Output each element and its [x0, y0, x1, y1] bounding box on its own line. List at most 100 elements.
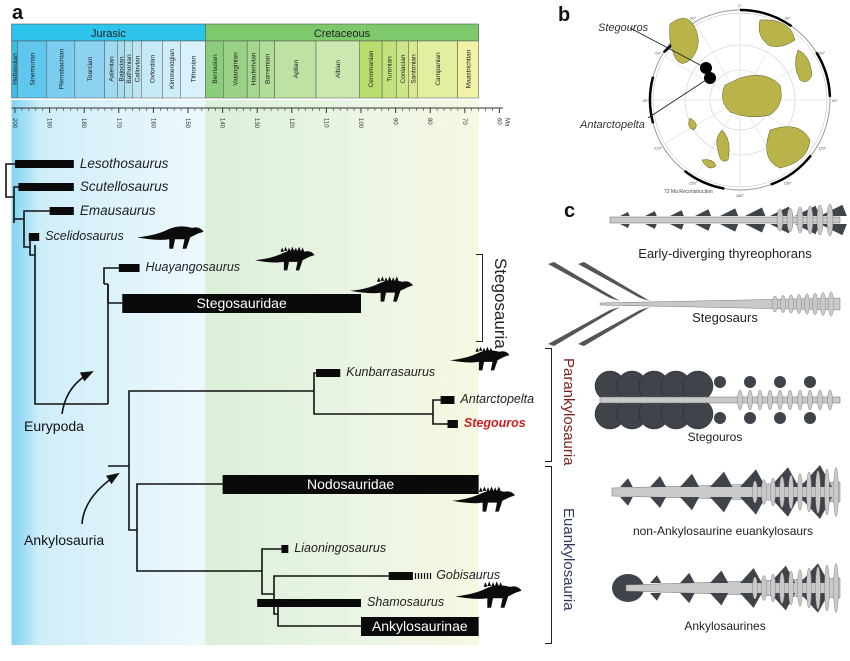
axis-tick-label: 150 [184, 118, 190, 129]
thagomizer-spike [548, 262, 620, 301]
node-label-eurypoda: Eurypoda [24, 418, 84, 434]
tail-caption-stegouros: Stegouros [687, 430, 743, 444]
osteoderm [720, 208, 739, 216]
tree-branch [34, 245, 108, 405]
ankylosauria-arrow-head [106, 472, 120, 485]
tree-branch [432, 399, 448, 425]
axis-tick-label: 120 [288, 118, 294, 129]
triangular-osteoderm [650, 476, 666, 487]
longitude-label: 30° [784, 16, 790, 21]
stage-label: Sinemurian [30, 52, 37, 85]
taxon-label-shamosaurus: Shamosaurus [367, 595, 445, 610]
nodosaur-silhouette-spike [486, 487, 490, 492]
early-tail-vertebrae [609, 216, 841, 224]
map-border-arc [815, 51, 832, 97]
stage-campanian [417, 40, 458, 99]
stage-label: Campanian [435, 52, 442, 86]
axis-tick-label: 60 [495, 118, 501, 125]
transverse-process [806, 471, 812, 513]
land-australia [766, 126, 811, 169]
thagomizer-spike [578, 262, 650, 301]
stage-toarcian [74, 40, 105, 99]
stage-label: Pliensbachian [58, 48, 65, 89]
range-uncertainty-tick [429, 573, 432, 579]
tail-caption-early-thyreophorans: Early-diverging thyreophorans [638, 246, 812, 261]
taxon-label-kunbarrasaurus: Kunbarrasaurus [346, 365, 436, 380]
stage-label: Oxfordian [150, 55, 157, 84]
stegosaur-tail-vertebrae [599, 297, 841, 311]
axis-tick-label: 100 [357, 118, 363, 129]
osteoderm [804, 412, 816, 424]
taxon-label-huayangosaurus: Huayangosaurus [145, 260, 241, 275]
range-bar-scutellosaurus [18, 183, 74, 191]
triangular-osteoderm [710, 570, 729, 583]
stage-label: Coniacian [400, 54, 407, 83]
kunbarrasaurus-silhouette [450, 346, 510, 371]
thagomizer-spike [548, 307, 620, 346]
clade-bar-label-stegosauridae: Stegosauridae [196, 295, 287, 311]
thagomizer-spike [578, 307, 650, 346]
triangular-osteoderm [680, 473, 700, 487]
clade-bar-nodosauridae [222, 475, 479, 494]
osteoderm [745, 224, 766, 233]
taxon-label-emausaurus: Emausaurus [79, 202, 156, 218]
stage-label: Valanginian [233, 52, 240, 86]
tail-caption-ankylosaurines: Ankylosaurines [684, 619, 766, 633]
nodosaur-silhouette-spike [479, 487, 483, 492]
stegosaur-silhouette-spike [377, 277, 381, 282]
stage-label: Callovian [134, 55, 141, 82]
tail-caption-non-ankylosaurine: non-Ankylosaurine euankylosaurs [632, 524, 814, 538]
transverse-process [796, 206, 804, 234]
nodosaur-silhouette-body [452, 490, 515, 512]
tail-caption-stegosaurs: Stegosaurs [692, 310, 758, 325]
axis-tick-label: 90 [392, 118, 398, 125]
nodosaur-silhouette-spike [493, 487, 497, 492]
tree-branch [107, 284, 123, 304]
stage-label: Aalenian [109, 56, 116, 82]
frond-osteoderm [682, 398, 714, 430]
stegosaur-silhouette [350, 276, 413, 302]
stage-label: Albian [335, 60, 342, 78]
triangular-osteoderm [680, 593, 695, 604]
osteoderm [744, 376, 756, 388]
stegouros-tail-vertebrae [599, 396, 841, 404]
taxon-label-scelidosaurus: Scelidosaurus [45, 229, 124, 244]
transverse-process [780, 295, 786, 313]
range-uncertainty-tick [420, 573, 423, 579]
transverse-process [827, 389, 833, 411]
transverse-process [772, 295, 778, 313]
transverse-process [770, 477, 776, 507]
transverse-process [787, 389, 793, 411]
ankylosaur-silhouette-spike [487, 581, 492, 586]
huayangosaurus-silhouette-spike [300, 247, 305, 252]
map-caption: 72 Ma Reconstruction [664, 189, 713, 195]
osteoderm [670, 224, 684, 230]
stage-label: Cenomanian [368, 50, 375, 87]
range-uncertainty-tick [426, 573, 429, 579]
triangular-osteoderm [740, 497, 766, 515]
stage-label: Barremian [264, 54, 271, 84]
land-island [701, 159, 717, 169]
bracket-parankylosauria [545, 348, 552, 462]
kunbarrasaurus-silhouette-spike [482, 347, 486, 352]
transverse-process [776, 208, 784, 232]
clade-label-parankylosauria: Parankylosauria [560, 358, 577, 466]
clade-bar-label-nodosauridae: Nodosauridae [307, 476, 395, 492]
tree-branch [13, 186, 19, 223]
taxon-label-lesothosaurus: Lesothosaurus [79, 155, 169, 171]
longitude-label: -120° [653, 146, 663, 151]
transverse-process [833, 467, 839, 517]
huayangosaurus-silhouette-spike [283, 246, 288, 251]
stage-label: Turonian [387, 56, 394, 82]
longitude-label: 180° [736, 193, 745, 198]
longitude-label: 120° [818, 146, 827, 151]
transverse-process [788, 294, 794, 314]
tree-branch [261, 548, 282, 595]
ankylosaur-silhouette [455, 581, 522, 608]
tree-branch [136, 483, 262, 572]
ankylosaur-silhouette-spike [498, 582, 503, 587]
kunbarrasaurus-silhouette-spike [478, 346, 483, 351]
transverse-process [788, 570, 794, 606]
transverse-process [797, 389, 803, 411]
